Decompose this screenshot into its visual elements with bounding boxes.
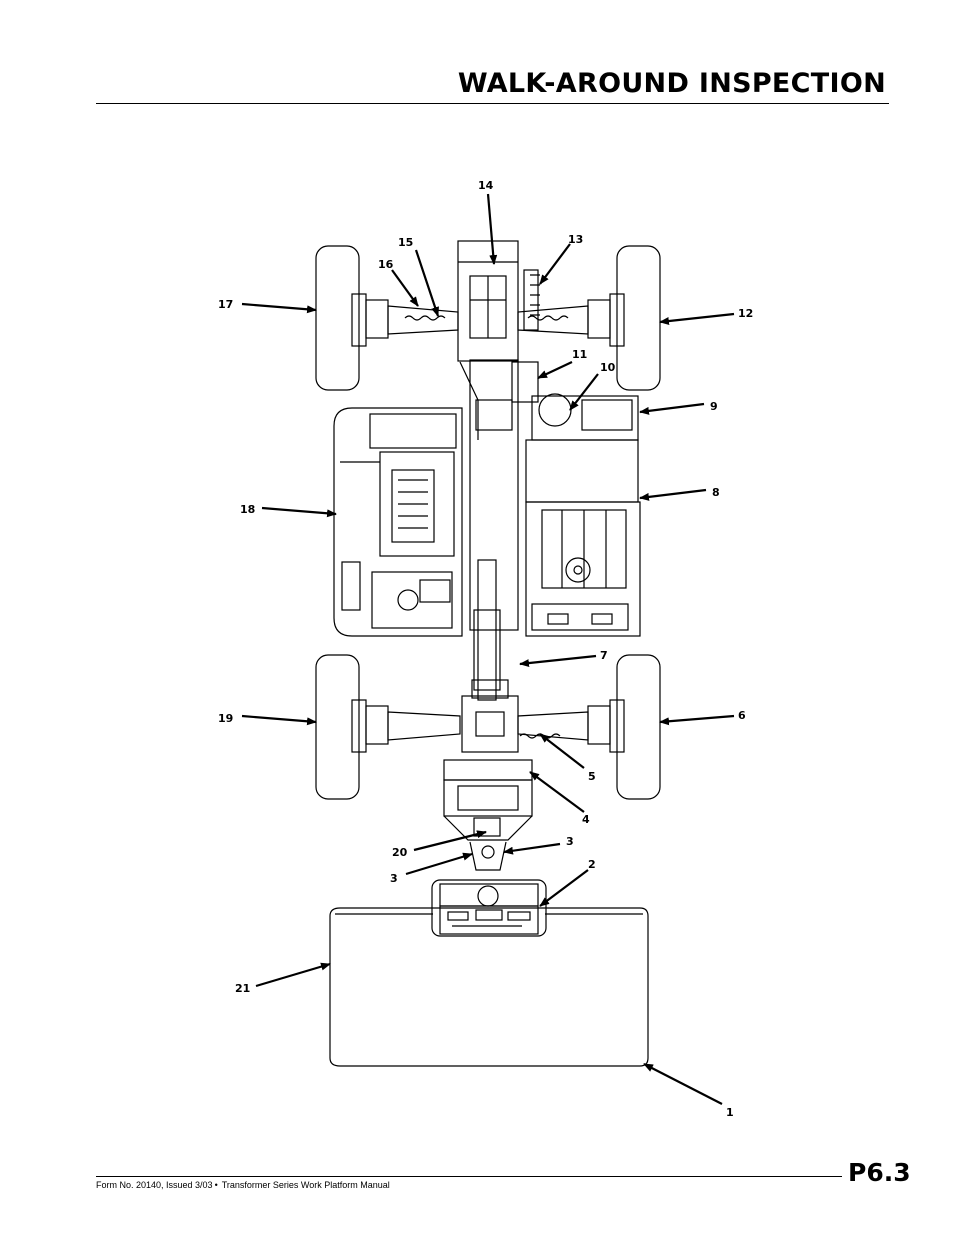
arrow-14 (486, 193, 498, 265)
arrow-17 (241, 302, 317, 314)
arrow-13 (539, 243, 571, 285)
callout-5: 5 (588, 770, 596, 783)
callout-9: 9 (710, 400, 718, 413)
arrow-3-left (405, 852, 473, 876)
callout-6: 6 (738, 709, 746, 722)
arrow-20 (413, 830, 487, 852)
callout-3-left: 3 (390, 872, 398, 885)
title-rule (96, 103, 889, 104)
callout-11: 11 (572, 348, 587, 361)
callout-12: 12 (738, 307, 753, 320)
footer-bullet: • (214, 1180, 218, 1190)
wheel-front-right (616, 654, 661, 800)
hydraulic-tank (525, 439, 639, 503)
filter (538, 393, 572, 427)
arrow-9 (639, 402, 705, 415)
callout-1: 1 (726, 1106, 734, 1119)
callout-4: 4 (582, 813, 590, 826)
callout-17: 17 (218, 298, 233, 311)
rear-mast (457, 240, 519, 362)
arrow-19 (241, 714, 317, 726)
callout-18: 18 (240, 503, 255, 516)
arrow-4 (529, 771, 585, 813)
callout-20: 20 (392, 846, 408, 859)
callout-labels: 1 2 3 3 4 5 6 7 8 9 10 11 12 13 14 15 16… (218, 179, 753, 1119)
wheel-rear-left (315, 245, 360, 391)
engine-compartment (333, 407, 463, 637)
arrow-7 (519, 654, 597, 668)
arrow-2 (539, 869, 589, 907)
footer-form-number: Form No. 20140, Issued 3/03 (96, 1180, 213, 1190)
callout-21: 21 (235, 982, 250, 995)
arrow-1 (643, 1063, 723, 1105)
callout-13: 13 (568, 233, 583, 246)
callout-arrows (241, 193, 735, 1105)
callout-15: 15 (398, 236, 413, 249)
footer-manual-title: Transformer Series Work Platform Manual (221, 1180, 390, 1190)
arrow-5 (539, 733, 585, 769)
arrow-10 (569, 373, 599, 411)
page-title: WALK-AROUND INSPECTION (457, 68, 886, 99)
footer-rule (96, 1176, 842, 1177)
arrow-11 (537, 361, 573, 379)
callout-10: 10 (600, 361, 616, 374)
callout-16: 16 (378, 258, 394, 271)
callout-19: 19 (218, 712, 233, 725)
callout-2: 2 (588, 858, 596, 871)
arrow-6 (659, 714, 735, 726)
arrow-21 (255, 962, 331, 988)
page-number: P6.3 (848, 1158, 911, 1187)
boom-base (443, 759, 533, 781)
arrow-12 (659, 312, 735, 326)
arrow-15 (414, 249, 440, 317)
arrow-16 (391, 269, 419, 307)
callout-7: 7 (600, 649, 608, 662)
arrow-3-right (503, 842, 561, 855)
arrow-18 (261, 506, 337, 518)
wheel-front-left (315, 654, 360, 800)
callout-8: 8 (712, 486, 720, 499)
callout-3-right: 3 (566, 835, 574, 848)
callout-14: 14 (478, 179, 494, 192)
platform (329, 907, 649, 1067)
arrow-8 (639, 488, 707, 501)
footer-text: Form No. 20140, Issued 3/03•Transformer … (96, 1180, 390, 1190)
